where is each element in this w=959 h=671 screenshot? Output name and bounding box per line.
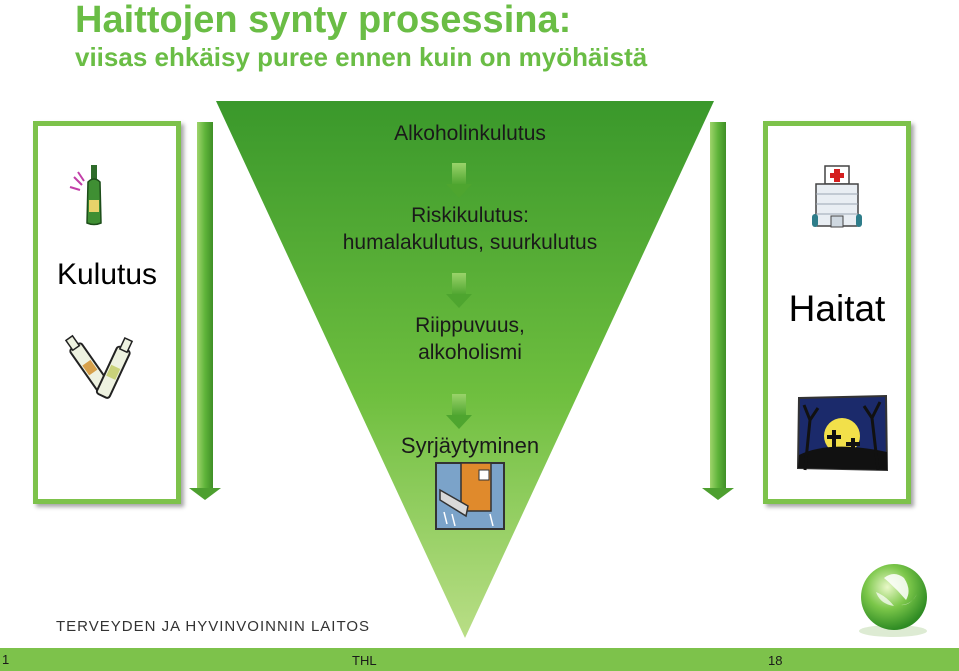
footer-bar [0, 648, 959, 671]
stage-risk-consumption: Riskikulutus: [411, 204, 529, 227]
consumption-label: Kulutus [56, 258, 158, 291]
stage-alcohol-consumption: Alkoholinkulutus [394, 122, 546, 145]
harms-label: Haitat [788, 288, 886, 329]
thl-globe-icon [859, 564, 927, 637]
page-title: Haittojen synty prosessina: [75, 0, 572, 41]
stage-arrow-1 [446, 163, 472, 198]
process-triangle [216, 101, 714, 638]
footer-short-name: THL [352, 653, 377, 668]
homeless-person-icon [435, 462, 505, 530]
stage-arrow-3 [446, 394, 472, 429]
consumption-panel [33, 121, 181, 504]
footer-page-number: 18 [768, 653, 783, 668]
organization-name: TERVEYDEN JA HYVINVOINNIN LAITOS [56, 618, 371, 635]
stage-arrow-2 [446, 273, 472, 308]
stage-dependence-detail: alkoholismi [418, 341, 522, 364]
stage-exclusion: Syrjäytyminen [400, 433, 540, 458]
stage-dependence: Riippuvuus, [415, 314, 525, 337]
footer-slide-number: 1 [2, 652, 10, 667]
page-subtitle: viisas ehkäisy puree ennen kuin on myöhä… [75, 42, 648, 72]
right-down-arrow [702, 122, 734, 500]
stage-risk-consumption-detail: humalakulutus, suurkulutus [342, 231, 598, 254]
left-down-arrow [189, 122, 221, 500]
